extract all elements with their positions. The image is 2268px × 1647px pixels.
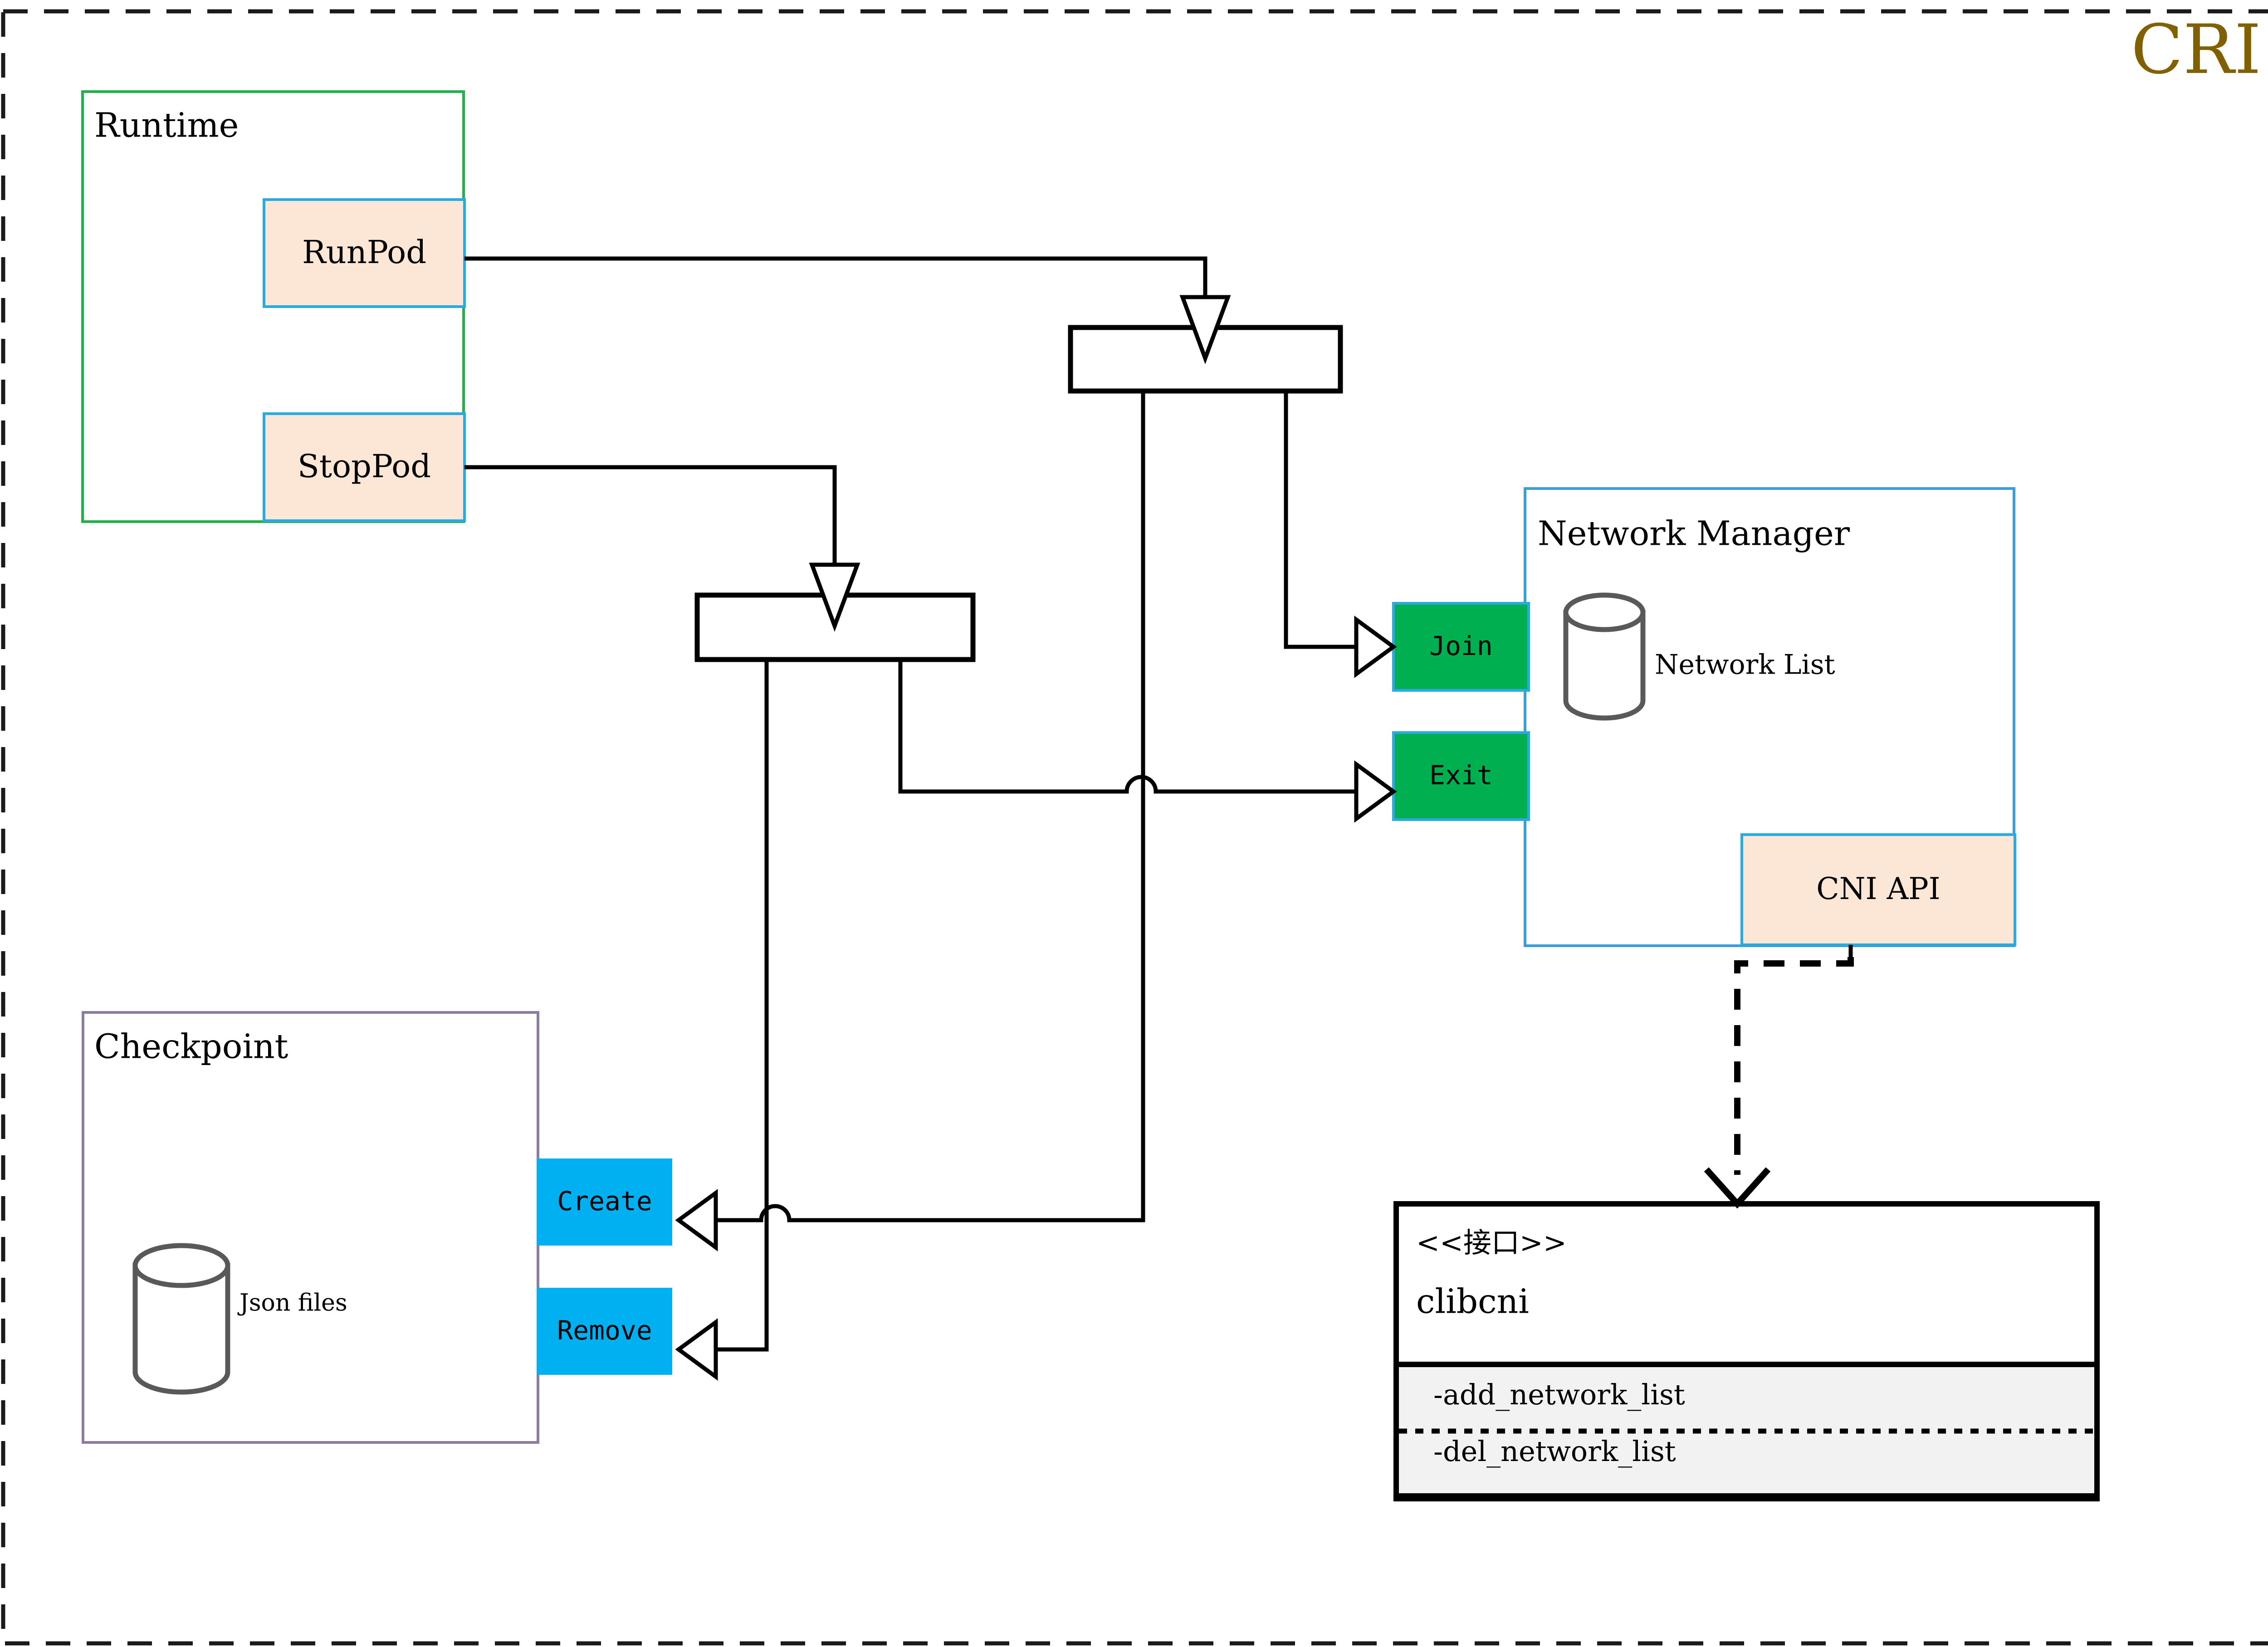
clibcni-name: clibcni (1416, 1282, 1529, 1321)
clibcni-method-del: -del_network_list (1433, 1435, 1676, 1468)
join-label: Join (1429, 630, 1493, 661)
json-files-cylinder-icon (132, 1243, 230, 1395)
network-list-label: Network List (1655, 649, 1835, 681)
edge-cni-api-to-clibcni (1704, 945, 1854, 1209)
runpod-label: RunPod (302, 234, 426, 271)
create-box[interactable] (537, 1158, 672, 1246)
edge-junction-to-exit (898, 660, 1397, 823)
clibcni-stereotype: <<接口>> (1416, 1226, 1567, 1259)
cni-api-label: CNI API (1816, 871, 1940, 906)
exit-label: Exit (1429, 760, 1493, 791)
json-files-label: Json files (237, 1290, 347, 1317)
clibcni-method-add: -add_network_list (1433, 1378, 1685, 1411)
create-label: Create (557, 1186, 652, 1217)
network-list-cylinder-icon (1563, 592, 1646, 721)
stoppod-box[interactable] (263, 412, 466, 522)
page-title: CRI (2131, 10, 2261, 89)
edge-junction-to-join (1284, 391, 1397, 678)
join-box[interactable] (1392, 602, 1530, 692)
edge-runpod-to-junction (464, 256, 1231, 364)
runpod-box[interactable] (263, 198, 466, 308)
runtime-label: Runtime (94, 106, 239, 145)
remove-label: Remove (557, 1315, 652, 1346)
outer-frame (1, 9, 2268, 1646)
remove-box[interactable] (537, 1288, 672, 1375)
network-manager-label: Network Manager (1538, 514, 1850, 553)
cni-api-box[interactable] (1740, 833, 2016, 946)
exit-box[interactable] (1392, 731, 1530, 821)
edge-junction-to-remove (675, 660, 769, 1381)
checkpoint-label: Checkpoint (94, 1027, 288, 1066)
stoppod-label: StopPod (298, 448, 431, 485)
edge-junction-to-create (675, 391, 1145, 1251)
edge-stoppod-to-junction (464, 465, 860, 632)
